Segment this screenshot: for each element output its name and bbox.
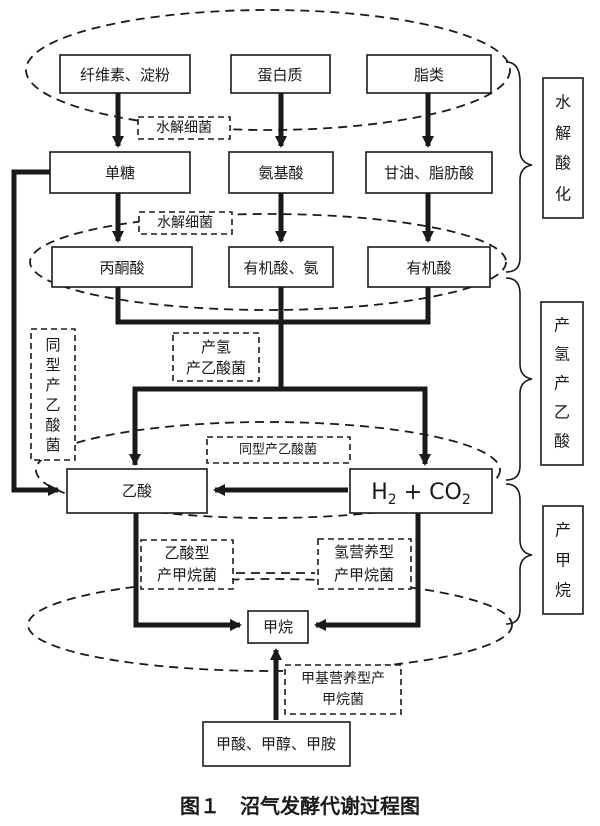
node-cellulose-starch: 纤维素、淀粉 (80, 66, 170, 84)
ellipse-acetic (35, 421, 501, 519)
svg-text:酸: 酸 (555, 154, 571, 173)
node-pyruvate: 丙酮酸 (99, 259, 144, 277)
label-homo-acetogens-vertical: 同 型 产 乙 酸 菌 (45, 336, 60, 454)
label-hydrogen-acetogens-2: 产乙酸菌 (186, 359, 246, 377)
label-acetoclastic-1: 乙酸型 (164, 544, 209, 562)
node-amino-acid: 氨基酸 (258, 164, 303, 182)
label-hydrogenotrophic-2: 产甲烷菌 (334, 566, 394, 584)
node-lipids: 脂类 (414, 66, 444, 84)
svg-text:甲: 甲 (555, 551, 571, 570)
svg-text:菌: 菌 (45, 436, 60, 454)
box-glycerol (365, 151, 493, 194)
svg-text:酸: 酸 (45, 416, 60, 434)
svg-text:产: 产 (554, 316, 570, 335)
label-acetoclastic-2: 产甲烷菌 (157, 566, 217, 584)
ellipse-middle (29, 213, 507, 311)
box-h2-co2 (349, 468, 493, 514)
svg-text:乙: 乙 (554, 403, 570, 422)
box-protein (230, 54, 331, 94)
svg-text:化: 化 (555, 185, 571, 204)
box-monosaccharide (49, 151, 191, 194)
box-organic-ammonia (228, 246, 334, 288)
bracket-acetogenesis (505, 277, 533, 481)
node-h2-co2: H2 + CO2 (371, 480, 471, 508)
svg-text:解: 解 (555, 124, 571, 143)
node-organic-acid-ammonia: 有机酸、氨 (243, 259, 318, 277)
figure-caption: 图１ 沼气发酵代谢过程图 (180, 794, 420, 818)
stage-hydrolysis: 水 解 酸 化 (555, 93, 571, 204)
node-methane: 甲烷 (263, 618, 293, 636)
svg-text:氢: 氢 (554, 345, 570, 364)
node-acetic-acid: 乙酸 (122, 482, 152, 500)
stage-methanogenesis: 产 甲 烷 (555, 521, 571, 600)
bracket-hydrolysis (505, 61, 533, 273)
label-hydrogen-acetogens-1: 产氢 (201, 338, 231, 356)
label-methylotrophic-2: 甲烷菌 (322, 692, 364, 708)
box-substrates (202, 721, 351, 767)
svg-text:产: 产 (555, 521, 571, 540)
svg-text:乙: 乙 (45, 396, 60, 414)
svg-text:水: 水 (555, 93, 571, 112)
box-pyruvate (51, 246, 193, 288)
box-lipids (366, 54, 492, 94)
node-organic-acid: 有机酸 (406, 259, 451, 277)
stage-acetogenesis-box (540, 301, 584, 466)
svg-text:酸: 酸 (554, 432, 570, 451)
ellipse-top (25, 9, 511, 131)
node-monosaccharide: 单糖 (105, 164, 135, 182)
stage-hydrolysis-box (542, 77, 584, 219)
bracket-methanogenesis (505, 483, 533, 625)
node-substrates: 甲酸、甲醇、甲胺 (216, 735, 336, 753)
label-homo-acetogens-inline: 同型产乙酸菌 (239, 443, 317, 458)
ellipse-methane (27, 578, 513, 672)
box-acetic (66, 468, 208, 514)
svg-text:产: 产 (554, 374, 570, 393)
stage-methanogenesis-box (542, 505, 584, 615)
node-glycerol-fatty-acid: 甘油、脂肪酸 (384, 164, 474, 182)
stage-acetogenesis: 产 氢 产 乙 酸 (554, 316, 570, 451)
label-hydrogenotrophic-1: 氢营养型 (334, 543, 394, 561)
svg-text:同: 同 (45, 336, 60, 354)
box-amino (228, 151, 334, 194)
svg-text:型: 型 (45, 356, 60, 374)
svg-text:烷: 烷 (555, 581, 571, 600)
svg-text:产: 产 (45, 376, 60, 394)
box-cellulose (59, 54, 191, 94)
node-protein: 蛋白质 (257, 66, 302, 84)
label-hydrolytic-bacteria-2: 水解细菌 (157, 215, 213, 231)
label-methylotrophic-1: 甲基营养型产 (301, 670, 385, 687)
box-organic-acid (367, 246, 491, 288)
box-methane (247, 610, 309, 644)
label-hydrolytic-bacteria-1: 水解细菌 (156, 120, 212, 136)
